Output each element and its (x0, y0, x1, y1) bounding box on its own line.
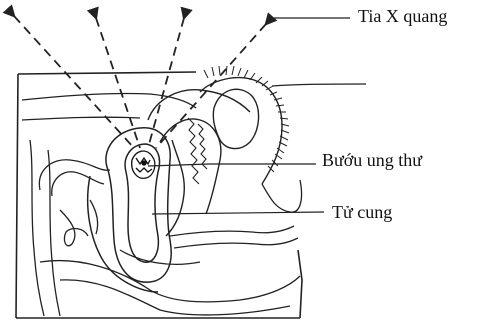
label-xray: Tia X quang (358, 7, 447, 25)
leader-tumor (148, 164, 316, 166)
xray-beam-1 (14, 16, 134, 148)
label-uterus: Tử cung (332, 203, 392, 221)
leader-lines (148, 18, 350, 214)
label-tumor: Bướu ung thư (322, 151, 422, 169)
xray-beam-4 (156, 24, 266, 148)
thigh-outline (272, 84, 366, 86)
leader-uterus (152, 212, 324, 214)
uterus-shape (88, 128, 172, 292)
tumor (132, 151, 155, 178)
back-tissue-layers (22, 93, 196, 316)
rugae-folds (188, 118, 207, 184)
